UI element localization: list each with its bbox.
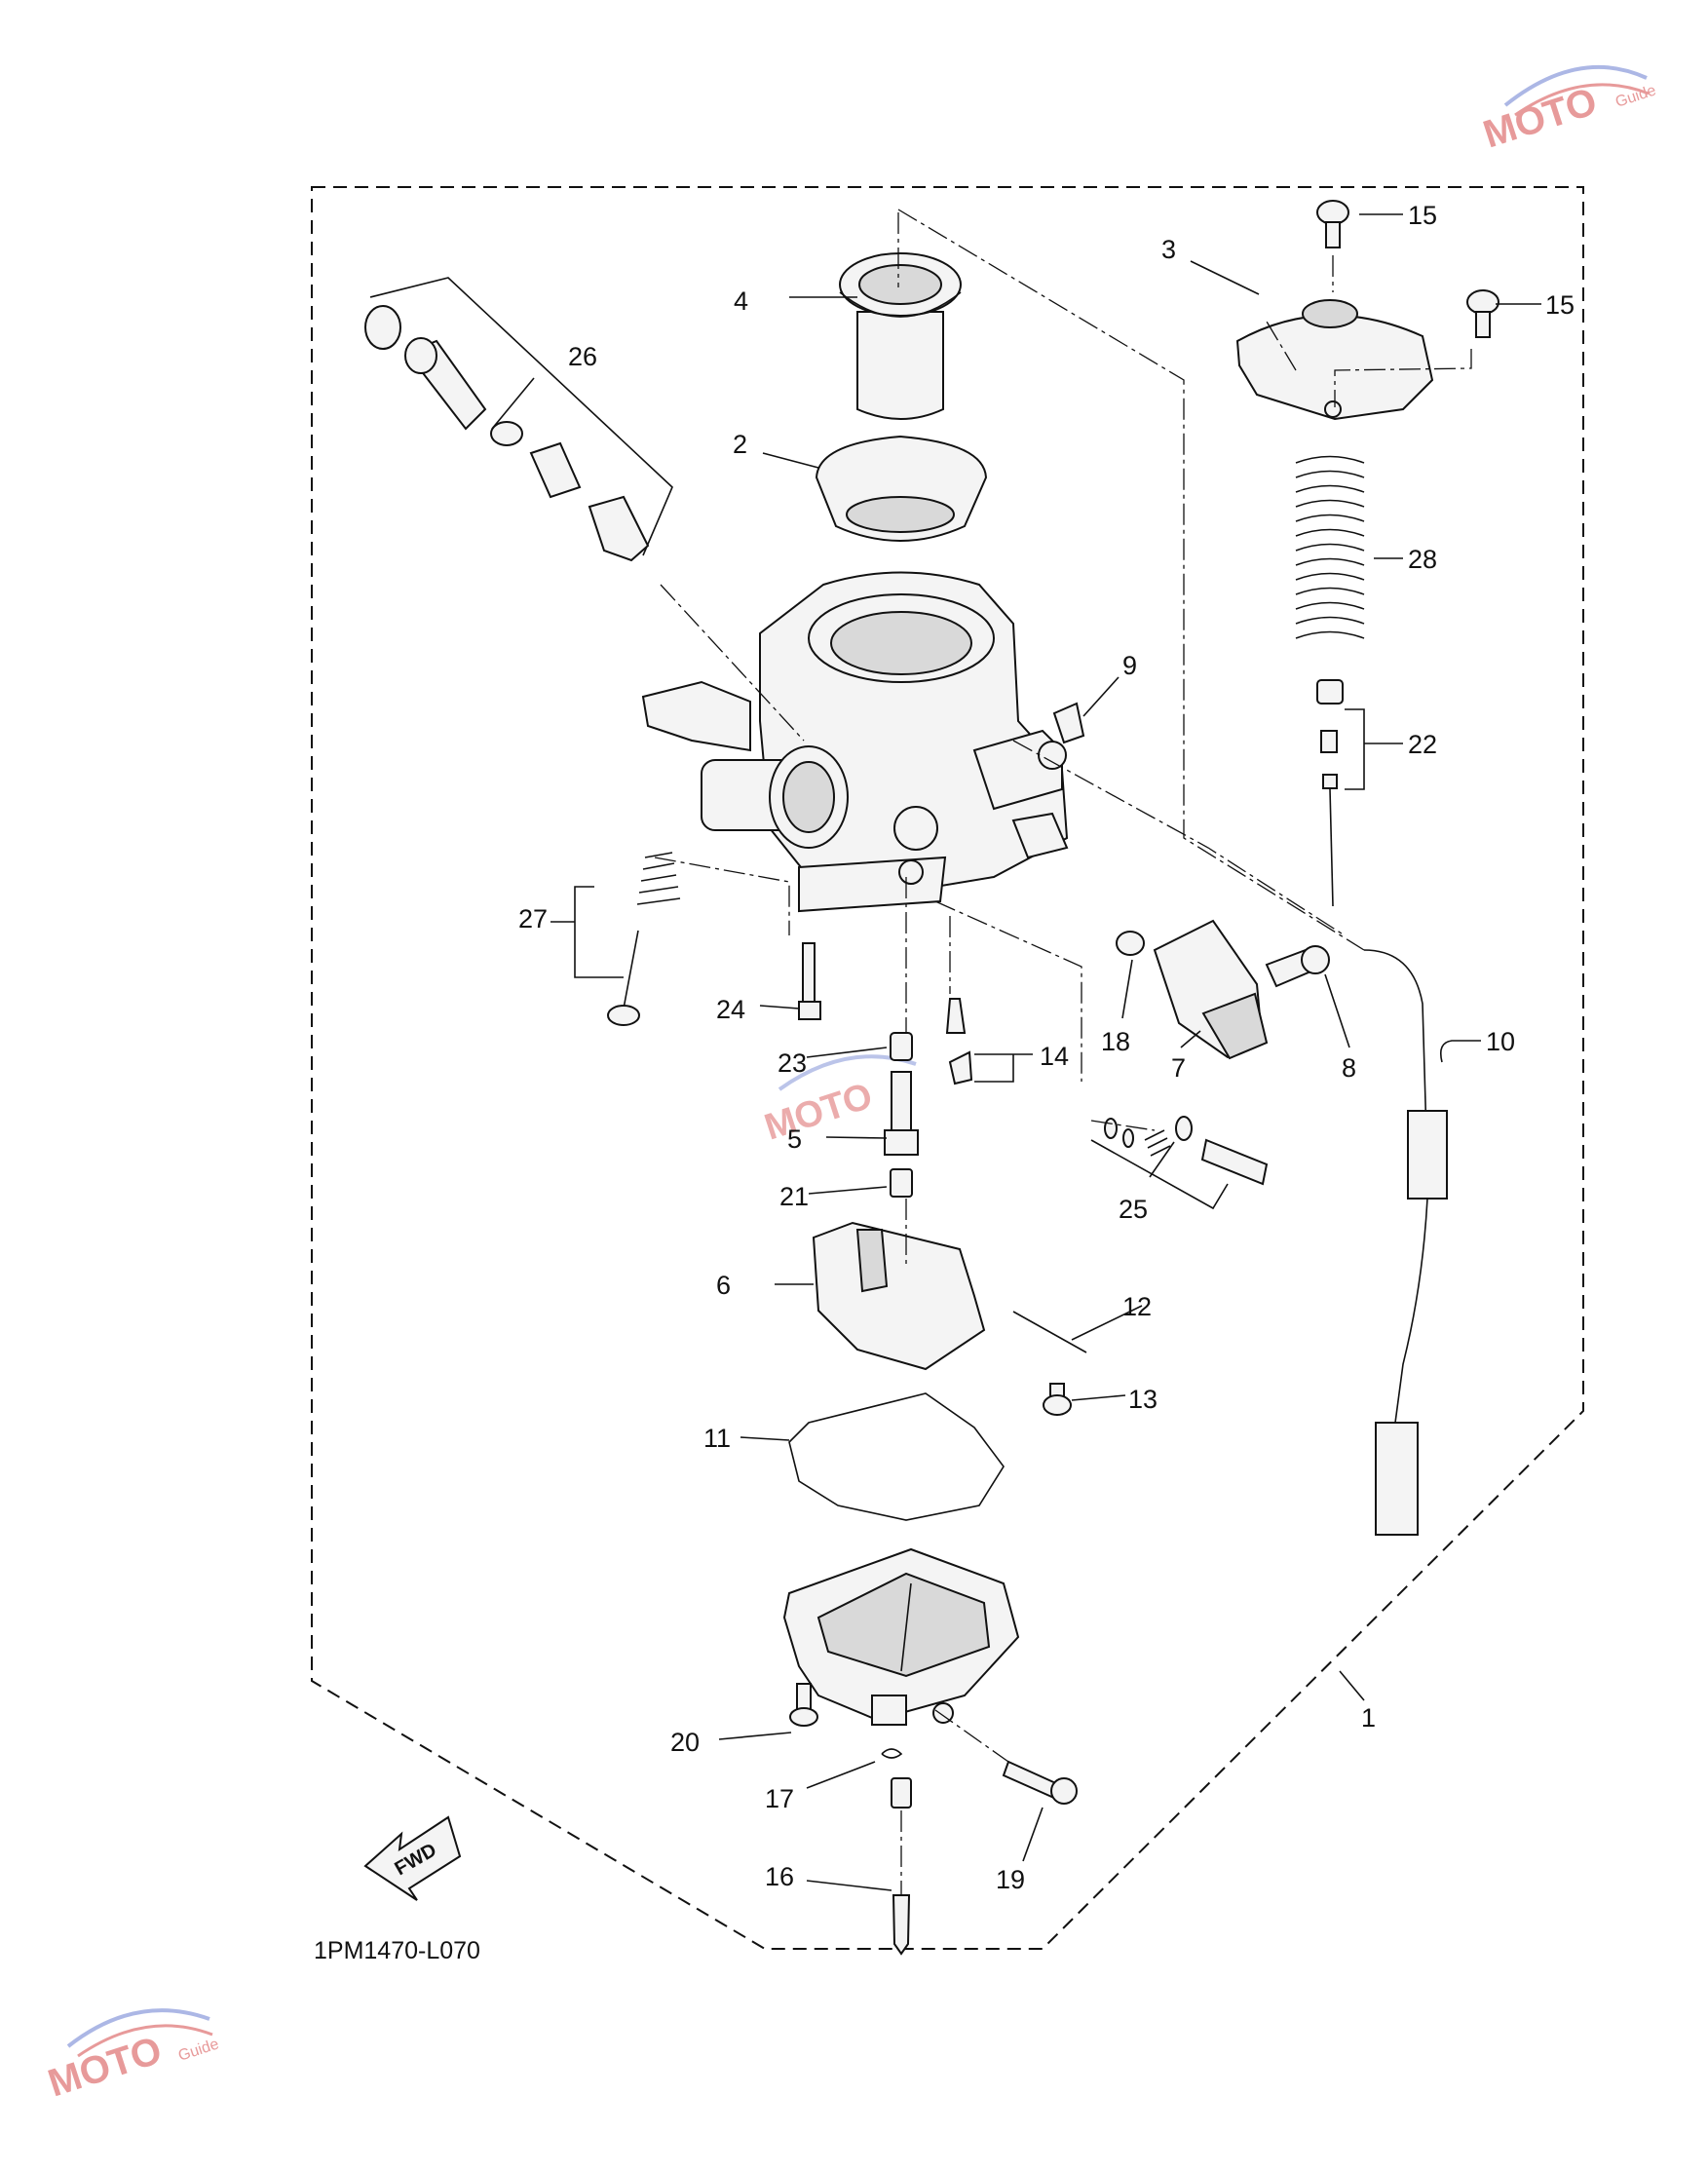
piston-spring [1295, 455, 1365, 639]
carburetor-body [641, 571, 1069, 913]
callout-20: 20 [670, 1728, 700, 1757]
callout-3: 3 [1161, 235, 1176, 264]
callout-13: 13 [1128, 1385, 1158, 1414]
clip-17 [881, 1748, 903, 1759]
drain-screw-19 [1002, 1760, 1078, 1805]
needle-jet-23 [890, 1032, 913, 1061]
callout-26: 26 [568, 342, 597, 371]
callout-23: 23 [778, 1048, 807, 1078]
float-screw-13 [1043, 1383, 1072, 1416]
watermark-subtext: Guide [176, 2036, 221, 2064]
choke-plunger-group [364, 277, 673, 562]
diaphragm [815, 435, 988, 542]
callout-28: 28 [1408, 545, 1437, 574]
callout-1: 1 [1361, 1703, 1376, 1733]
float-needle-14 [945, 998, 973, 1086]
callout-2: 2 [733, 430, 747, 459]
throttle-cable [1363, 949, 1448, 1536]
callout-19: 19 [996, 1865, 1025, 1894]
hose-cap [1052, 702, 1085, 744]
callout-15a: 15 [1408, 201, 1437, 230]
callout-labels: 1 2 3 4 5 6 7 8 9 10 11 12 13 14 15 15 1… [518, 201, 1575, 1894]
callout-27: 27 [518, 904, 548, 933]
callout-11: 11 [703, 1424, 731, 1453]
callout-25: 25 [1119, 1195, 1148, 1224]
callout-7: 7 [1171, 1053, 1186, 1083]
top-cover [1235, 299, 1434, 421]
callout-5: 5 [787, 1124, 802, 1154]
callout-12: 12 [1122, 1292, 1152, 1321]
callout-21: 21 [779, 1182, 809, 1211]
float-pin-12 [1012, 1311, 1087, 1353]
watermark-logo-top: MOTO Guide [1478, 64, 1658, 157]
watermark-text: MOTO [1478, 80, 1602, 157]
callout-24: 24 [716, 995, 745, 1024]
float-bowl [782, 1547, 1020, 1726]
drain-hose-16 [891, 1777, 912, 1956]
callout-17: 17 [765, 1784, 794, 1813]
callout-18: 18 [1101, 1027, 1130, 1056]
throttle-sensor [1153, 919, 1269, 1060]
callout-14: 14 [1040, 1042, 1069, 1071]
sensor-screw [1265, 945, 1330, 988]
callout-22: 22 [1408, 730, 1437, 759]
watermark-logo-bottom: MOTO Guide [43, 2008, 221, 2106]
assembly-boundary [311, 186, 1584, 1950]
piston-valve [839, 252, 962, 420]
jet-needle-set [1316, 679, 1344, 907]
cover-screw [1316, 200, 1349, 248]
leader-lines [491, 209, 1541, 1891]
fwd-arrow: FWD [363, 1815, 462, 1901]
callout-9: 9 [1122, 651, 1137, 680]
callout-6: 6 [716, 1271, 731, 1300]
main-jet-holder-5 [884, 1071, 919, 1156]
cover-screw [1466, 289, 1499, 338]
idle-screw-set [607, 852, 681, 1026]
o-ring-18 [1116, 931, 1145, 956]
bowl-screw-20 [789, 1683, 818, 1727]
pilot-screw-24 [798, 942, 821, 1020]
callout-8: 8 [1342, 1053, 1356, 1083]
callout-4: 4 [734, 286, 748, 316]
float-bowl-gasket [788, 1392, 1005, 1521]
callout-16: 16 [765, 1862, 794, 1891]
main-jet-21 [890, 1168, 913, 1198]
callout-15b: 15 [1545, 290, 1575, 320]
diagram-part-code: 1PM1470-L070 [314, 1937, 480, 1964]
float [812, 1221, 986, 1371]
callout-10: 10 [1486, 1027, 1515, 1056]
